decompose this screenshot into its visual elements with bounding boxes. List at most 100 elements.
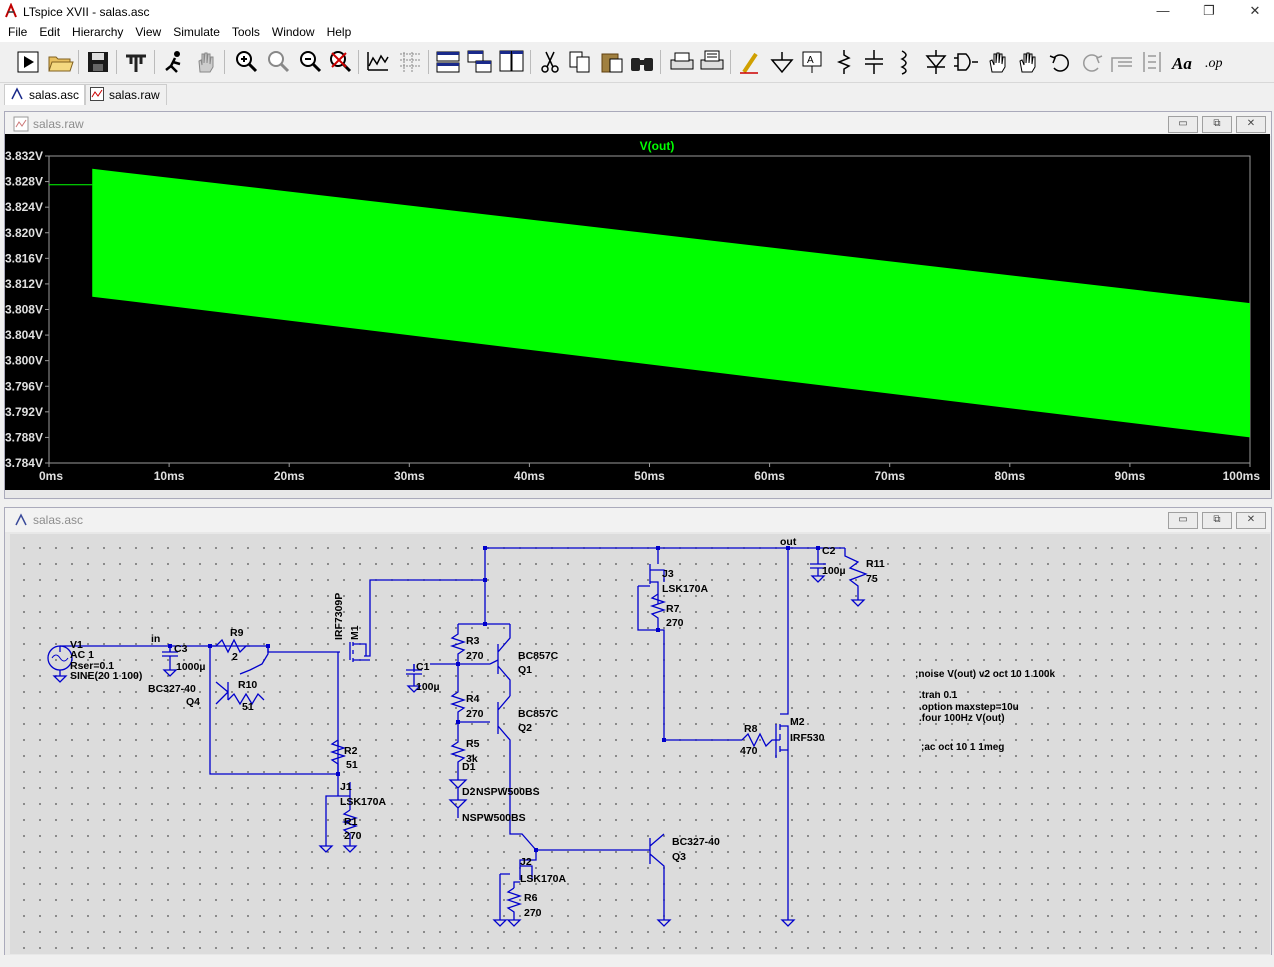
r1-name: R1 [344,816,358,828]
junction-dots [168,546,820,852]
d2-name: D2 [462,786,476,798]
menu-simulate[interactable]: Simulate [173,25,220,39]
r8-name: R8 [744,723,758,735]
r4-name: R4 [466,693,480,705]
run-icon[interactable] [14,48,42,76]
r8-value: 470 [740,745,758,757]
j3-name: J3 [662,568,674,580]
tab-label: salas.asc [29,88,80,102]
cut-icon[interactable] [536,48,564,76]
minimize-button[interactable]: — [1156,3,1170,18]
ground-icon[interactable] [768,48,796,76]
rotate-icon[interactable] [1108,48,1136,76]
component-labels: out in V1 AC 1 Rser=0.1 SINE(20 1 100) C… [70,536,885,919]
text-icon[interactable]: Aa [1170,48,1198,76]
r9-value: 2 [232,651,238,663]
minimize-button[interactable]: ▭ [1168,116,1198,133]
y-tick-label: 13.804V [5,328,43,342]
ltspice-app-icon [4,2,18,22]
v1-sine: SINE(20 1 100) [70,670,142,682]
draw-wire-icon[interactable] [736,48,764,76]
drag-icon[interactable] [1014,48,1042,76]
mirror-icon[interactable] [1138,48,1166,76]
paste-icon[interactable] [598,48,626,76]
y-tick-label: 13.784V [5,456,43,470]
diode-icon[interactable] [922,48,950,76]
q3-name: Q3 [672,851,686,863]
y-tick-label: 13.820V [5,226,43,240]
restore-button[interactable]: ⧉ [1202,512,1232,529]
q1-model: BC857C [518,650,559,662]
pan-icon[interactable] [192,48,220,76]
save-icon[interactable] [84,48,112,76]
directive-option[interactable]: .option maxstep=10u [919,702,1019,713]
control-panel-icon[interactable] [122,48,150,76]
tile-vertical-icon[interactable] [498,48,526,76]
minimize-button[interactable]: ▭ [1168,512,1198,529]
print-setup-icon[interactable] [698,48,726,76]
directive-ac[interactable]: ;ac oct 10 1 1meg [921,742,1004,753]
menu-edit[interactable]: Edit [39,25,61,39]
capacitor-icon[interactable] [860,48,888,76]
directive-noise[interactable]: ;noise V(out) v2 oct 10 1 100k [915,669,1055,680]
tab-label: salas.raw [109,88,160,102]
find-icon[interactable] [628,48,656,76]
schematic-canvas[interactable]: out in V1 AC 1 Rser=0.1 SINE(20 1 100) C… [10,534,1270,954]
directive-four[interactable]: .four 100Hz V(out) [919,713,1005,724]
label-net-icon[interactable]: A [798,48,826,76]
tile-horizontal-icon[interactable] [434,48,462,76]
tab-salas-raw[interactable]: salas.raw [84,84,167,105]
trace-label[interactable]: V(out) [640,139,675,153]
component-icon[interactable] [952,48,980,76]
zoom-out-icon[interactable] [296,48,324,76]
r2-name: R2 [344,745,358,757]
x-tick-label: 0ms [39,469,63,483]
c1-value: 100µ [416,681,440,693]
undo-icon[interactable] [1046,48,1074,76]
autorange-icon[interactable] [364,48,392,76]
r6-value: 270 [524,907,542,919]
menu-hierarchy[interactable]: Hierarchy [72,25,124,39]
menu-tools[interactable]: Tools [231,25,260,39]
inductor-icon[interactable] [890,48,918,76]
net-label-in: in [151,633,160,645]
tab-salas-asc[interactable]: salas.asc [4,84,87,105]
menu-file[interactable]: File [8,25,28,39]
x-tick-label: 30ms [394,469,425,483]
ground-symbols [52,574,866,927]
close-button[interactable]: ✕ [1236,512,1266,529]
y-tick-label: 13.824V [5,200,43,214]
y-tick-label: 13.800V [5,354,43,368]
grid-icon[interactable] [396,48,424,76]
menu-view[interactable]: View [135,25,162,39]
c2-value: 100µ [822,565,846,577]
close-button[interactable]: ✕ [1236,116,1266,133]
zoom-in-icon[interactable] [232,48,260,76]
waveform-plot[interactable]: 13.832V13.828V13.824V13.820V13.816V13.81… [0,134,1270,490]
zoom-fit-icon[interactable] [326,48,354,76]
close-button[interactable]: ✕ [1249,3,1261,18]
r3-name: R3 [466,635,480,647]
menu-help[interactable]: Help [326,25,352,39]
redo-icon[interactable] [1078,48,1106,76]
open-icon[interactable] [46,48,74,76]
j1-model: LSK170A [340,796,387,808]
zoom-area-icon[interactable] [264,48,292,76]
halt-icon[interactable] [160,48,188,76]
cascade-icon[interactable] [466,48,494,76]
waveform-window-title: salas.raw [33,117,84,131]
maximize-button[interactable]: ❐ [1203,3,1215,18]
directive-tran[interactable]: .tran 0.1 [919,690,958,701]
resistor-icon[interactable] [830,48,858,76]
schematic-icon [13,512,29,531]
copy-icon[interactable] [566,48,594,76]
r10-value: 51 [242,701,254,713]
move-icon[interactable] [984,48,1012,76]
spice-directive-icon[interactable]: .op [1202,48,1230,76]
v1-name: V1 [70,639,83,651]
restore-button[interactable]: ⧉ [1202,116,1232,133]
print-icon[interactable] [668,48,696,76]
r2-value: 51 [346,759,358,771]
waveform-window-titlebar: salas.raw ▭ ⧉ ✕ [5,112,1271,136]
menu-window[interactable]: Window [271,25,315,39]
